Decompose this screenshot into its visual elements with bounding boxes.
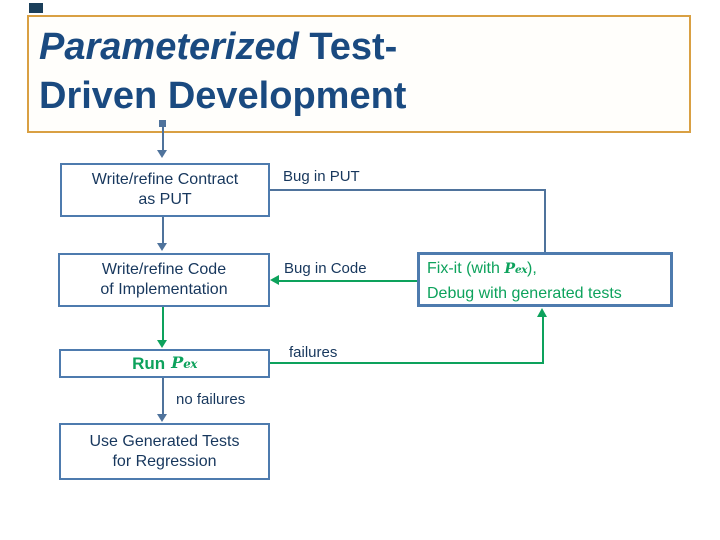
- pex-logo-p: P: [171, 352, 184, 372]
- bug-in-code-line: [278, 280, 417, 282]
- flow-box-code: Write/refine Code of Implementation: [58, 253, 270, 307]
- failures-line-horizontal: [270, 362, 544, 364]
- label-bug-in-code: Bug in Code: [284, 260, 367, 277]
- fixit-line1-suffix: ),: [527, 260, 537, 277]
- flow-box-contract: Write/refine Contract as PUT: [60, 163, 270, 217]
- flow-box-regression: Use Generated Tests for Regression: [59, 423, 270, 480]
- decorative-corner-rect: [29, 3, 43, 13]
- page-title: Parameterized Test- Driven Development: [39, 23, 406, 120]
- failures-line-vertical: [542, 316, 544, 364]
- arrow-left-icon: [270, 275, 279, 285]
- title-line2: Driven Development: [39, 74, 407, 117]
- title-italic-word: Parameterized: [39, 26, 299, 68]
- arrow-down-icon: [157, 414, 167, 422]
- flow-box-fixit: Fix-it (with Pex), Debug with generated …: [417, 252, 673, 307]
- fixit-line2: Debug with generated tests: [427, 284, 622, 302]
- connector-run-to-regression-line: [162, 378, 164, 415]
- bug-in-put-line-vertical: [544, 189, 546, 252]
- label-failures: failures: [289, 344, 338, 361]
- fixit-line1-prefix: Fix-it (with: [427, 260, 505, 277]
- arrow-down-icon: [157, 243, 167, 251]
- arrow-up-icon: [537, 308, 547, 317]
- pex-logo: Pex: [171, 353, 197, 374]
- pex-logo-ex: ex: [183, 356, 197, 371]
- arrow-down-icon: [157, 150, 167, 158]
- code-line1: Write/refine Code: [101, 261, 227, 278]
- code-line2: of Implementation: [100, 281, 228, 298]
- title-rest-line1: Test-: [298, 26, 398, 68]
- title-box: Parameterized Test- Driven Development: [27, 15, 691, 133]
- fixit-line1: Fix-it (with Pex),: [427, 257, 670, 282]
- pex-logo-p: P: [504, 261, 516, 277]
- flow-box-run-pex: Run Pex: [59, 349, 270, 378]
- pex-logo: Pex: [504, 259, 527, 277]
- connector-title-to-contract-line: [162, 126, 164, 152]
- connector-code-to-run-line: [162, 307, 164, 341]
- label-bug-in-put: Bug in PUT: [283, 168, 360, 185]
- contract-line2: as PUT: [138, 191, 192, 208]
- label-no-failures: no failures: [176, 391, 246, 408]
- connector-start-cap: [159, 120, 166, 127]
- bug-in-put-line-horizontal: [270, 189, 546, 191]
- run-label: Run: [132, 353, 166, 373]
- regression-line1: Use Generated Tests: [89, 432, 240, 450]
- regression-line2: for Regression: [112, 452, 217, 470]
- arrow-down-icon: [157, 340, 167, 348]
- pex-logo-ex: ex: [515, 264, 527, 276]
- connector-contract-to-code-line: [162, 217, 164, 243]
- contract-line1: Write/refine Contract: [91, 171, 239, 188]
